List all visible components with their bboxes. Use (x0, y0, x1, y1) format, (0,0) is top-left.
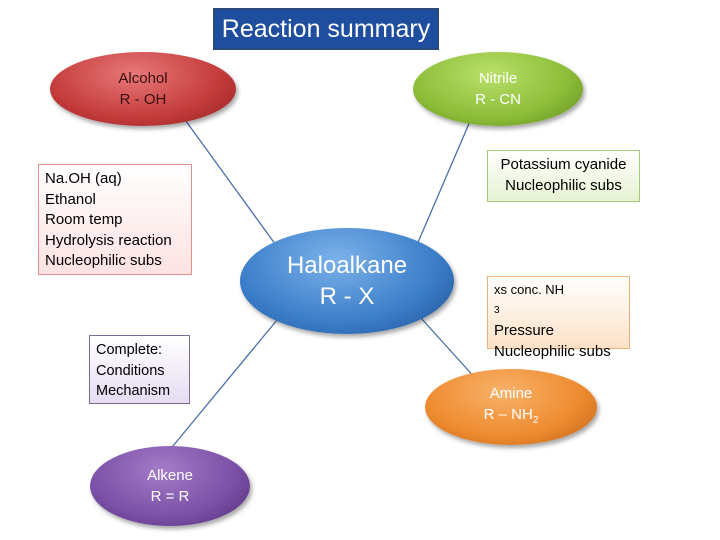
connector-alkene-haloalkane (167, 313, 283, 453)
alcohol-name: Alcohol (118, 70, 168, 87)
condition-line: xs conc. NH 3 (494, 280, 623, 321)
conditions-box-complete: Complete: Conditions Mechanism (89, 335, 190, 404)
connector-amine-haloalkane (420, 317, 477, 380)
nitrile-formula: R - CN (475, 91, 521, 108)
node-nitrile: Nitrile R - CN (413, 52, 583, 126)
alkene-name: Alkene (147, 467, 193, 484)
condition-line: Mechanism (96, 383, 171, 399)
page-title: Reaction summary (213, 8, 439, 50)
alkene-formula: R = R (150, 488, 190, 505)
node-alkene: Alkene R = R (90, 446, 250, 526)
node-alcohol: Alcohol R - OH (50, 52, 236, 126)
haloalkane-name: Haloalkane (286, 252, 408, 279)
condition-line: Hydrolysis reaction (45, 231, 172, 249)
condition-line: Pressure (494, 322, 555, 339)
amine-formula-subscript: 2 (532, 415, 539, 426)
connector-alcohol-haloalkane (182, 116, 279, 249)
alcohol-formula: R - OH (119, 91, 167, 108)
conditions-box-nh3: xs conc. NH 3 Pressure Nucleophilic subs (487, 276, 630, 360)
condition-line: Na.OH (aq) (45, 170, 122, 187)
nh3-reagent-subscript: 3 (494, 304, 500, 316)
conditions-box-kcn: Potassium cyanide Nucleophilic subs (487, 150, 640, 202)
amine-formula-main: R – NH (483, 406, 533, 423)
condition-line: Potassium cyanide (500, 156, 627, 173)
condition-line: Conditions (96, 362, 165, 379)
connector-nitrile-haloalkane (415, 118, 472, 248)
condition-line: Nucleophilic subs (45, 252, 162, 269)
haloalkane-formula: R - X (319, 283, 375, 310)
nitrile-name: Nitrile (478, 70, 518, 87)
condition-line: Ethanol (45, 190, 96, 208)
node-haloalkane: Haloalkane R - X (240, 228, 454, 334)
condition-line: Nucleophilic subs (494, 342, 611, 360)
nh3-reagent-main: xs conc. NH (494, 282, 565, 297)
amine-name: Amine (489, 385, 533, 402)
condition-line: Complete: (96, 342, 163, 358)
node-amine: Amine R – NH2 (425, 369, 597, 445)
amine-formula: R – NH2 (484, 404, 539, 431)
conditions-box-naoh: Na.OH (aq) Ethanol Room temp Hydrolysis … (38, 164, 192, 275)
condition-line: Nucleophilic subs (505, 176, 622, 194)
condition-line: Room temp (45, 211, 123, 228)
